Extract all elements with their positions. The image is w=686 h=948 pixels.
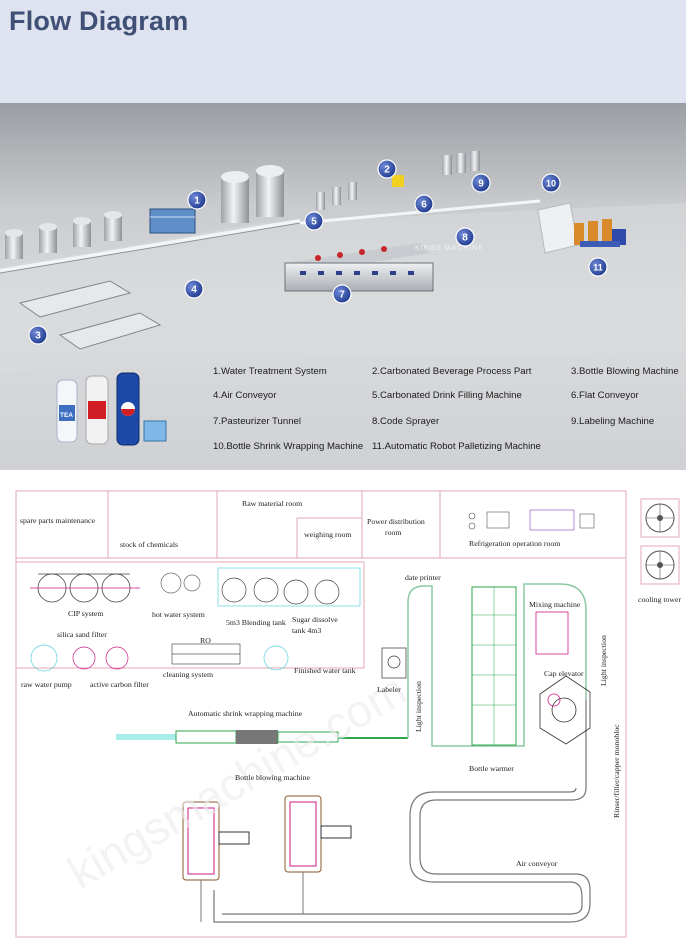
marker-7: 7 [332,284,352,304]
top-rooms [15,491,626,669]
label-cooling-tower: cooling tower [638,595,682,604]
refrigeration-equipment [468,509,595,531]
marker-label: 7 [339,290,345,301]
water-treatment-unit [149,208,196,234]
label-finished-water: Finished water tank [294,666,356,675]
label-spare-parts: spare parts maintenance [20,516,95,525]
marker-9: 9 [471,173,491,193]
marker-label: 2 [384,165,390,176]
marker-label: 6 [421,200,427,211]
legend-item-8: 8.Code Sprayer [372,416,440,427]
label-refrigeration: Refrigeration operation room [469,539,561,548]
marker-label: 8 [462,233,468,244]
hot-water-system [160,572,201,594]
water-tank-row [5,211,122,259]
label-shrink: Automatic shrink wrapping machine [188,709,303,718]
render-watermark: KINGS MACHINE [415,245,485,252]
labeler-machine [381,647,407,679]
building-outline [15,490,627,938]
label-power-2: room [385,528,402,537]
marker-6: 6 [414,194,434,214]
label-labeler: Labeler [377,685,401,694]
page-title: Flow Diagram [9,6,189,36]
label-silica: silica sand filter [57,630,107,639]
cooling-towers [640,498,680,585]
blowing-machines [182,795,352,922]
marker-label: 11 [593,263,603,273]
label-power-1: Power distribution [367,517,425,526]
conveyor-path [407,583,587,747]
marker-label: 5 [311,217,317,228]
pasteurizer-tunnel [284,243,434,292]
label-sugar-2: tank 4m3 [292,626,322,635]
label-blending: 5m3 Blending tank [226,618,286,627]
tea-bottle-label: TEA [60,412,73,419]
label-raw-water-pump: raw water pump [21,680,72,689]
legend-item-6: 6.Flat Conveyor [571,390,639,401]
layout-drawing: kingsmachine.com [15,490,680,938]
label-cleaning: cleaning system [163,670,214,679]
legend-item-9: 9.Labeling Machine [571,416,655,427]
label-mixing: Mixing machine [529,600,581,609]
label-raw-material: Raw material room [242,499,303,508]
large-storage-tanks [221,165,284,223]
label-sugar-1: Sugar dissolve [292,615,338,624]
marker-label: 1 [194,196,200,207]
label-cip: CIP system [68,609,104,618]
label-bottle-warmer: Bottle warmer [469,764,514,773]
marker-label: 9 [478,179,484,190]
label-date-printer: date printer [405,573,441,582]
legend-item-4: 4.Air Conveyor [213,390,277,401]
product-bottles: TEA [56,372,167,446]
label-air-conveyor: Air conveyor [516,859,558,868]
marker-5: 5 [304,211,324,231]
marker-label: 10 [546,179,556,189]
blending-tanks [217,567,361,607]
legend-item-11: 11.Automatic Robot Palletizing Machine [372,441,541,452]
marker-8: 8 [455,227,475,247]
marker-4: 4 [184,279,204,299]
marker-3: 3 [28,325,48,345]
label-cap-elevator: Cap elevator [544,669,584,678]
air-conveyor-loop [213,700,591,923]
label-light-inspection-a: Light inspection [414,681,423,732]
palletizer-area [574,219,626,247]
legend-item-1: 1.Water Treatment System [213,366,327,377]
label-weighing: weighing room [304,530,352,539]
factory-layout-plan: kingsmachine.com spare parts maintenance… [0,470,686,948]
marker-2: 2 [377,159,397,179]
air-conveyor-line [0,219,301,273]
marker-layer: 1 2 3 4 5 6 7 8 9 10 11 [28,159,608,345]
legend-item-3: 3.Bottle Blowing Machine [571,366,679,377]
marker-10: 10 [541,173,561,193]
cip-system [30,573,140,603]
header-banner: Flow Diagram [0,0,686,103]
label-light-inspection-b: Light inspection [599,635,608,686]
label-blowing: Bottle blowing machine [235,773,310,782]
monobloc-machine [539,675,591,745]
process-tanks [316,151,480,210]
label-hot-water: hot water system [152,610,205,619]
label-carbon-filter: active carbon filter [90,680,149,689]
legend-item-5: 5.Carbonated Drink Filling Machine [372,390,522,401]
label-chemicals: stock of chemicals [120,540,179,549]
production-line-render: TEA KINGS MACHINE 1 2 3 4 5 6 7 8 9 10 11 1.Water … [0,103,686,470]
bottle-blowing-machines [18,280,162,350]
marker-1: 1 [187,190,207,210]
mixing-machine [535,611,569,655]
filtration-equipment [30,643,289,672]
label-ro: RO [200,636,211,645]
marker-11: 11 [588,257,608,277]
marker-label: 4 [191,285,197,296]
marker-label: 3 [35,331,41,342]
legend-item-7: 7.Pasteurizer Tunnel [213,416,301,427]
legend-item-2: 2.Carbonated Beverage Process Part [372,366,532,377]
legend-item-10: 10.Bottle Shrink Wrapping Machine [213,441,364,452]
label-monobloc: Rinser/filler/capper monobloc [612,724,621,818]
shrink-wrap-line [116,730,408,744]
